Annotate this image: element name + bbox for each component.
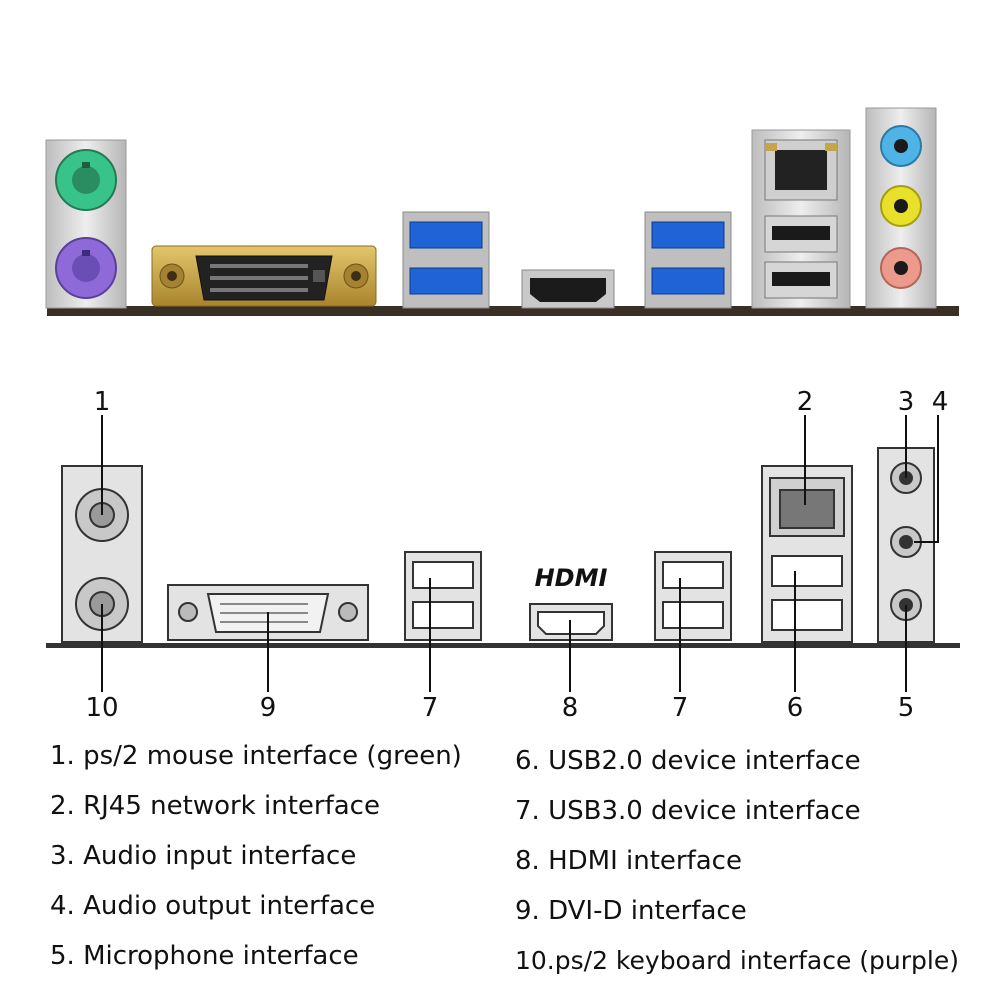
callout-1: 1 — [94, 387, 111, 417]
legend-item-4: 4. Audio output interface — [50, 891, 376, 921]
usb3-photo-left — [402, 211, 490, 309]
io-panel-photo — [45, 107, 959, 316]
hdmi-logo: HDMI — [535, 564, 608, 592]
callout-4: 4 — [932, 387, 949, 417]
ps2-photo-block — [45, 139, 127, 309]
legend-item-9: 9. DVI-D interface — [515, 896, 747, 926]
usb3-diagram-right — [654, 551, 732, 641]
callout-7-right: 7 — [672, 693, 689, 723]
legend-item-5: 5. Microphone interface — [50, 941, 359, 971]
legend-item-3: 3. Audio input interface — [50, 841, 357, 871]
callout-2: 2 — [797, 387, 814, 417]
io-panel-diagram: HDMI 1 2 3 4 10 — [46, 387, 960, 723]
legend-item-10: 10.ps/2 keyboard interface (purple) — [515, 946, 959, 975]
legend-item-2: 2. RJ45 network interface — [50, 791, 380, 821]
callout-5: 5 — [898, 693, 915, 723]
callout-7-left: 7 — [422, 693, 439, 723]
audio-diagram — [877, 447, 935, 643]
board-baseline — [46, 643, 960, 648]
usb3-diagram-left — [404, 551, 482, 641]
audio-photo — [865, 107, 937, 309]
pcb-edge — [47, 306, 959, 316]
dvi-photo — [151, 245, 377, 307]
leader-lines — [101, 415, 939, 692]
legend-item-8: 8. HDMI interface — [515, 846, 742, 876]
callout-9: 9 — [260, 693, 277, 723]
callout-3: 3 — [898, 387, 915, 417]
rj45-usb2-diagram — [761, 465, 853, 643]
hdmi-photo — [521, 269, 615, 309]
legend-item-7: 7. USB3.0 device interface — [515, 796, 861, 826]
legend-item-1: 1. ps/2 mouse interface (green) — [50, 741, 462, 771]
callout-10: 10 — [85, 693, 118, 723]
legend-item-6: 6. USB2.0 device interface — [515, 746, 861, 776]
callout-6: 6 — [787, 693, 804, 723]
rj45-usb2-photo — [751, 129, 851, 309]
callout-8: 8 — [562, 693, 579, 723]
usb3-photo-right — [644, 211, 732, 309]
